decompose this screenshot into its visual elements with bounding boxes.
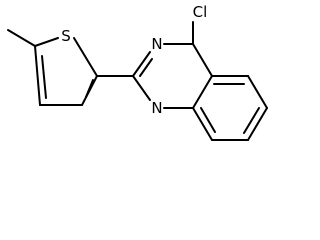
atom-sulfur: S — [61, 27, 71, 45]
bond-s-c2 — [73, 37, 98, 77]
chemical-structure: Cl N N S — [7, 3, 268, 141]
bond-c4-c5-inner — [41, 55, 47, 99]
bond-c4-c5 — [34, 45, 41, 106]
bond-c3-c3-inner — [85, 79, 94, 98]
pyrimidine-ring — [132, 43, 213, 109]
atom-nitrogen-1: N — [151, 99, 162, 117]
bond-n1-c2 — [132, 75, 151, 101]
bond-c2-n3 — [132, 51, 151, 77]
bond-c2-n3-inner — [139, 58, 153, 77]
bond-c4-c4a — [192, 43, 213, 77]
bond-c4a-c8a — [192, 75, 213, 109]
benzene-ring — [192, 75, 268, 141]
bond-c8-c8a — [192, 107, 213, 141]
bond-c6-c7 — [247, 107, 268, 141]
bond-c6-c7-inner — [243, 107, 260, 134]
bond-c5-s — [34, 37, 59, 47]
atom-nitrogen-3: N — [151, 35, 162, 53]
bond-c5-c6 — [247, 75, 268, 109]
thiophene-ring — [34, 37, 98, 106]
atom-chlorine: Cl — [193, 3, 208, 21]
bond-c8-c8a-inner — [200, 107, 216, 133]
bond-methyl — [7, 29, 36, 47]
